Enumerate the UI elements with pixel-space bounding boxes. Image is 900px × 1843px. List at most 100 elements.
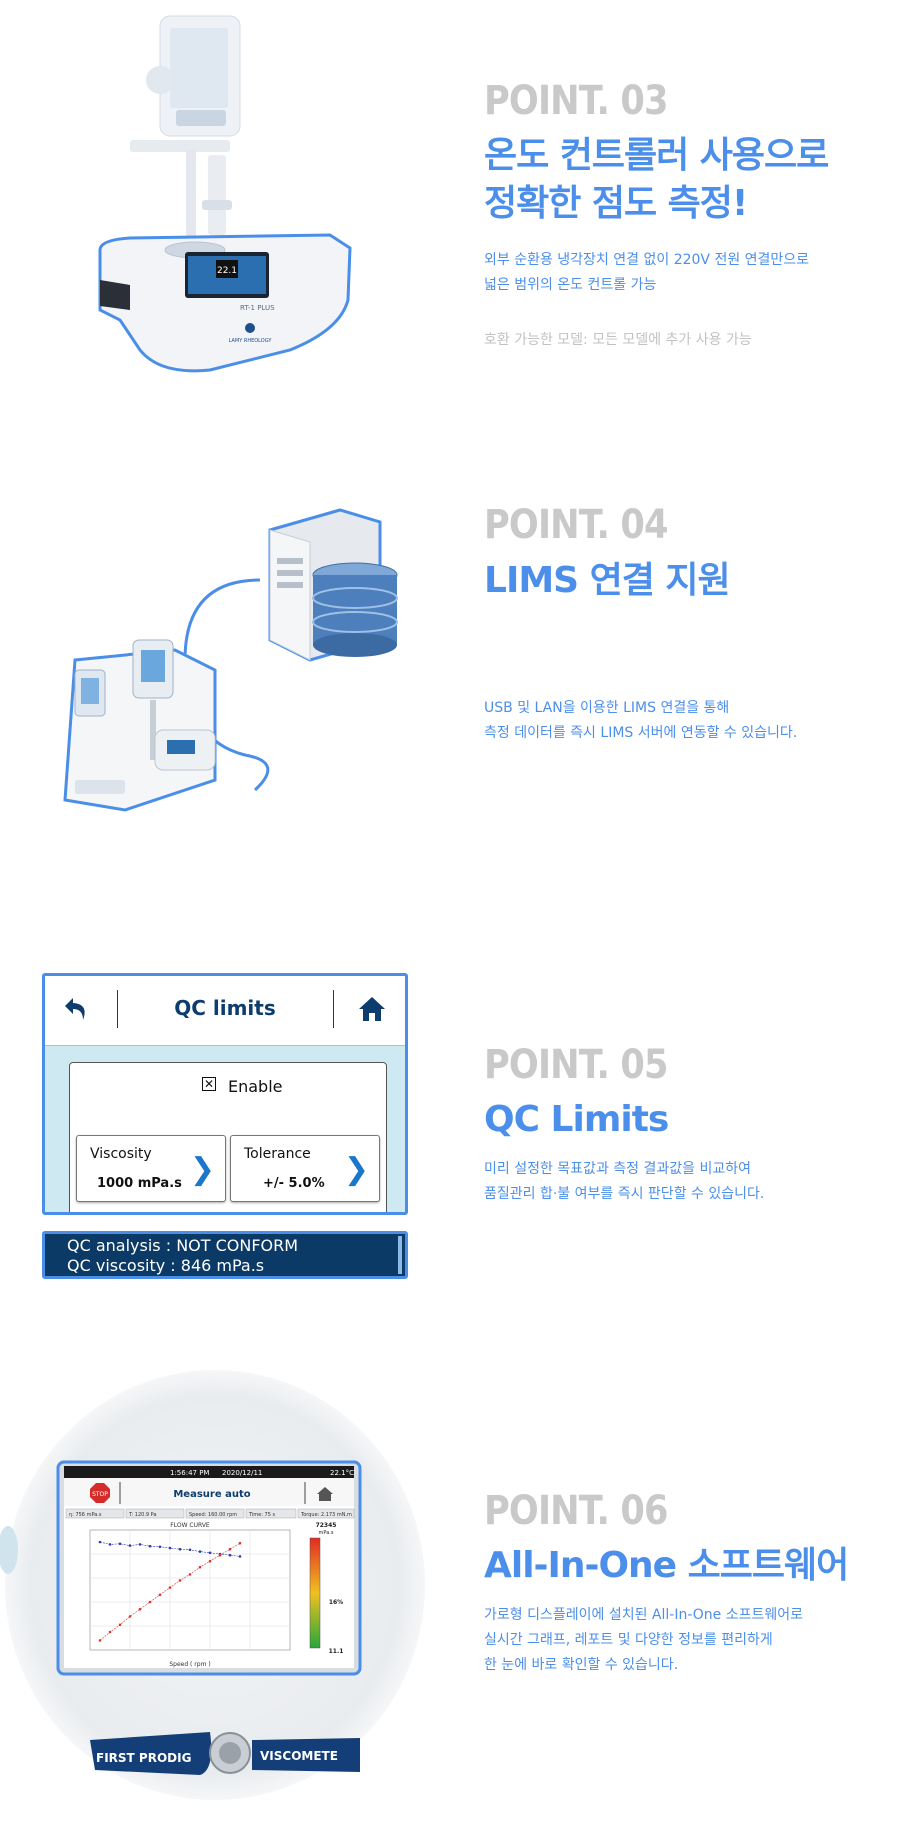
qc-viscosity-result: QC viscosity : 846 mPa.s [67,1256,265,1275]
data-point [98,1639,102,1642]
viscosity-label: Viscosity [90,1146,152,1162]
gauge-bottom-value: 11.1 [329,1648,344,1655]
data-point [118,1542,122,1546]
data-point [108,1630,112,1634]
point-03-title-line2: 정확한 점도 측정! [484,183,748,224]
data-point [198,1565,202,1569]
measurement-chip [297,1508,355,1519]
data-point [118,1623,122,1627]
data-point [198,1550,202,1553]
point-06-desc-line2: 실시간 그래프, 레포트 및 다양한 정보를 편리하게 [484,1632,773,1648]
data-point [178,1547,182,1551]
data-point [138,1607,142,1611]
measurement-chip [185,1508,245,1519]
sw-title: Measure auto [173,1489,250,1500]
data-point [228,1547,232,1551]
data-point [108,1543,112,1546]
viscosity-field[interactable]: Viscosity 1000 mPa.s ❯ [76,1135,226,1202]
measurement-chip [65,1508,125,1519]
point-06-desc-line1: 가로형 디스플레이에 설치된 All-In-One 소프트웨어로 [484,1607,803,1623]
header-divider-left [117,990,118,1028]
sw-temperature: 22.1°C [330,1469,354,1477]
data-point [218,1553,222,1557]
data-point [188,1573,192,1576]
data-point [148,1600,152,1604]
qc-settings-card: ✕ Enable Viscosity 1000 mPa.s ❯ Toleranc… [69,1062,387,1212]
device-screen-value: 22.1 [217,266,237,276]
device-name-right: VISCOMETE [260,1749,338,1763]
lims-connection-illustration [55,500,415,820]
gauge-value: 72345 [316,1522,337,1529]
point-05-desc-line1: 미리 설정한 목표값과 측정 결과값을 비교하여 [484,1161,751,1177]
data-point [188,1548,192,1552]
home-button[interactable] [357,994,387,1024]
gauge-unit: mPa.s [319,1530,334,1536]
measurement-chip-label: Time: 75 s [248,1512,275,1518]
back-button[interactable] [63,994,91,1024]
point-03-label: POINT. 03 [484,78,669,124]
measurement-chip-label: η: 756 mPa.s [69,1512,102,1518]
point-06-label: POINT. 06 [484,1488,669,1534]
data-point [238,1555,242,1558]
temperature-controller-illustration: 22.1 RT-1 PLUS LAMY RHEOLOGY [90,10,370,410]
data-point [138,1543,142,1546]
point-03-desc-line2: 넓은 범위의 온도 컨트롤 가능 [484,277,657,293]
measurement-chip [125,1508,185,1519]
device-model-label: RT-1 PLUS [240,304,275,312]
power-button-icon [219,1742,241,1764]
data-point [158,1593,162,1597]
device-brand-logo: LAMY RHEOLOGY [229,338,273,344]
data-point [128,1544,132,1547]
point-05-label: POINT. 05 [484,1042,669,1088]
chevron-right-icon: ❯ [343,1152,369,1187]
chevron-right-icon: ❯ [189,1152,215,1187]
chart-grid [90,1530,290,1650]
chart-title: FLOW CURVE [170,1522,210,1529]
data-point [128,1615,132,1618]
status-scrollbar [398,1236,402,1274]
point-06-desc-line3: 한 눈에 바로 확인할 수 있습니다. [484,1657,679,1673]
viscosity-value: 1000 mPa.s [97,1176,182,1191]
qc-header: QC limits [45,976,405,1046]
viscosity-gauge [309,1537,321,1649]
gauge-percent: 16% [329,1599,343,1606]
header-divider-right [333,990,334,1028]
point-04-desc-line2: 측정 데이터를 즉시 LIMS 서버에 연동할 수 있습니다. [484,725,798,741]
chart-marks [98,1540,242,1642]
device-name-left: FIRST PRODIG [96,1751,191,1765]
measurement-chip [245,1508,297,1519]
point-04-label: POINT. 04 [484,502,669,548]
qc-result-status: QC analysis : NOT CONFORM QC viscosity :… [42,1231,408,1279]
sw-home-icon[interactable] [317,1487,333,1501]
stop-button[interactable]: STOP [90,1483,110,1503]
enable-label: Enable [228,1077,283,1096]
sw-measurement-chips: η: 756 mPa.s T: 120.9 Pa Speed: 160.00 rpm… [65,1508,355,1519]
data-point [238,1541,242,1545]
data-point [98,1540,102,1544]
measurement-chip-label: Speed: 160.00 rpm [189,1512,237,1518]
data-point [168,1586,172,1589]
point-05-desc-line2: 품질관리 합·불 여부를 즉시 판단할 수 있습니다. [484,1186,765,1202]
software-display-illustration: 1:56:47 PM 2020/12/11 22.1°C STOP Measur… [0,1370,440,1810]
qc-limits-title: QC limits [174,996,276,1020]
data-point [178,1579,182,1582]
stop-icon [90,1483,110,1503]
data-point [208,1551,212,1555]
measurement-chip-label: T: 120.9 Pa [128,1512,157,1518]
tolerance-label: Tolerance [244,1146,311,1162]
point-03-title-line1: 온도 컨트롤러 사용으로 [484,135,829,176]
back-arrow-icon [65,998,85,1020]
point-04-desc-line1: USB 및 LAN을 이용한 LIMS 연결을 통해 [484,700,730,716]
qc-analysis-result: QC analysis : NOT CONFORM [67,1236,299,1255]
point-04-title: LIMS 연결 지원 [484,560,731,601]
measurement-chip-label: Torque: 2.173 mN.m [300,1512,352,1518]
data-point [168,1546,172,1550]
sw-time: 1:56:47 PM [170,1469,209,1477]
point-03-desc-line1: 외부 순환용 냉각장치 연결 없이 220V 전원 연결만으로 [484,252,810,268]
checkbox-checked-icon: ✕ [202,1077,216,1091]
stop-label: STOP [92,1491,108,1498]
tolerance-field[interactable]: Tolerance +/- 5.0% ❯ [230,1135,380,1202]
chart-xlabel: Speed ( rpm ) [169,1661,210,1668]
data-point [158,1545,162,1549]
enable-checkbox[interactable]: ✕ Enable [202,1077,283,1096]
